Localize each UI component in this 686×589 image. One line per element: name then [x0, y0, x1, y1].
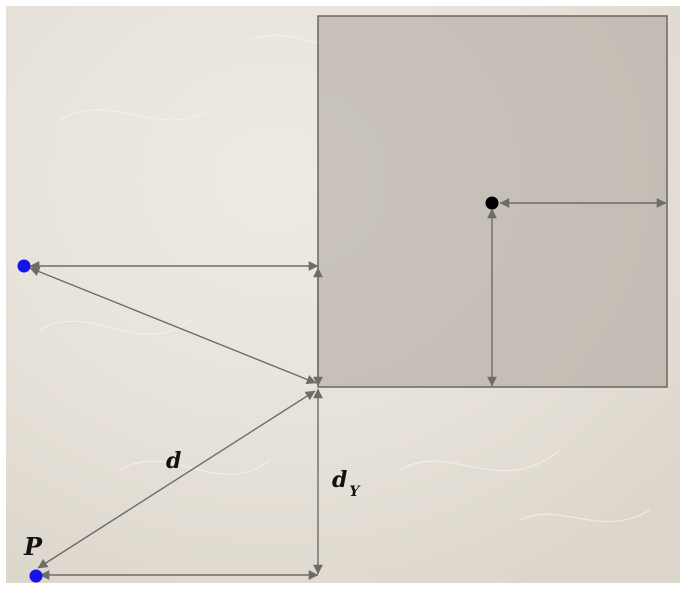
label-p: P: [23, 532, 43, 561]
box-center-point: [485, 196, 499, 210]
upper-point: [17, 259, 31, 273]
label-dy-subscript: Y: [349, 484, 361, 500]
arrow-upper-point-to-corner: [29, 266, 317, 385]
label-d: d: [166, 448, 181, 474]
arrow-distance-d: [37, 390, 316, 569]
label-dy-main: d: [332, 467, 347, 493]
point-p: [29, 569, 43, 583]
